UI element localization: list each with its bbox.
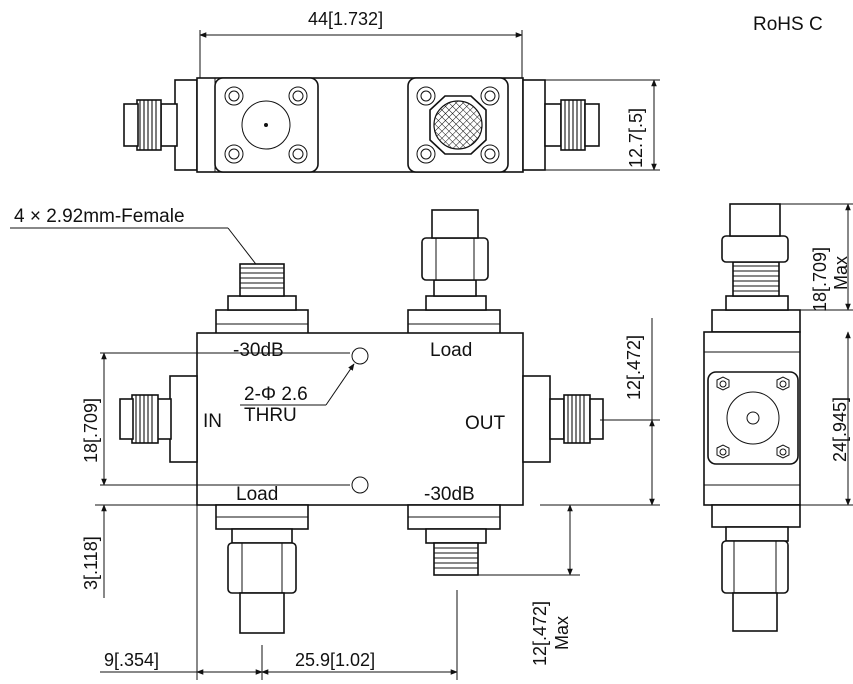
top-width-dimension: 44[1.732]: [308, 9, 383, 29]
coupler-body: [196, 332, 524, 506]
port-out-label: OUT: [465, 413, 506, 434]
coupled-port-bottom-right-label: -30dB: [424, 484, 475, 505]
mounting-hole-top: [351, 347, 369, 365]
rohs-label: RoHS C: [753, 14, 823, 35]
connector-max-label: Max: [552, 616, 572, 650]
side-top-dimension: 18[.709]: [810, 247, 830, 312]
top-view: 44[1.732]: [123, 9, 660, 173]
connector-max-dimension: 12[.472]: [530, 601, 550, 666]
top-height-dimension: 12.7[.5]: [626, 108, 646, 168]
port-in-label: IN: [203, 411, 222, 432]
side-view: 18[.709] Max 24[.945]: [703, 203, 853, 632]
hole-note-line1: 2-Φ 2.6: [244, 384, 308, 405]
bottom-offset-dimension: 3[.118]: [81, 536, 101, 590]
coupled-port-top-left-label: -30dB: [233, 340, 284, 361]
front-view: 4 × 2.92mm-Female: [10, 206, 660, 680]
load-bottom-left-label: Load: [236, 484, 278, 505]
hole-spacing-dimension: 18[.709]: [81, 398, 101, 463]
mounting-hole-bottom: [351, 476, 369, 494]
bottom-span-dimension: 25.9[1.02]: [295, 650, 375, 670]
port-offset-dimension: 12[.472]: [624, 335, 644, 400]
side-body-dimension: 24[.945]: [830, 397, 850, 462]
load-top-right-label: Load: [430, 340, 472, 361]
hole-note-line2: THRU: [244, 405, 297, 426]
connector-note: 4 × 2.92mm-Female: [14, 206, 185, 227]
bottom-left-dimension: 9[.354]: [104, 650, 159, 670]
side-top-max-label: Max: [831, 256, 851, 290]
